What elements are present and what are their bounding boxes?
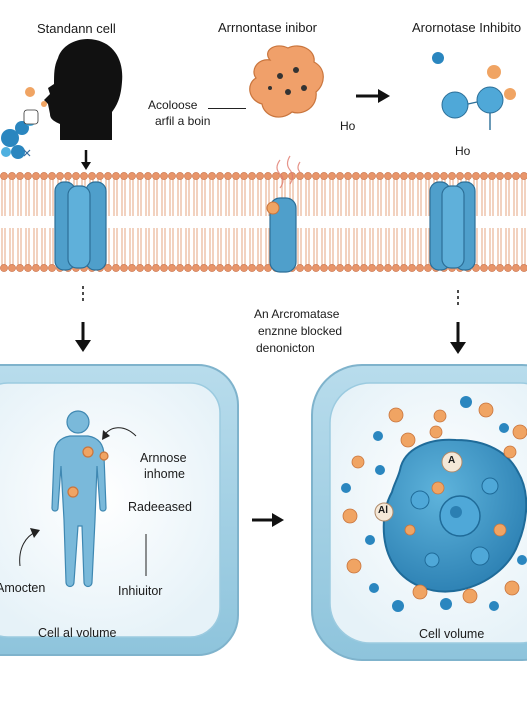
label-standard-cell: Standann cell: [37, 21, 116, 36]
arrow-right-icon: [356, 89, 390, 103]
label-blocked-line2: enznne blocked: [258, 324, 343, 338]
human-figure: [51, 410, 109, 588]
label-armose: Arnnose: [140, 451, 187, 465]
arrow-down-icon: [450, 290, 466, 354]
molecule-cluster-left: [1, 87, 47, 159]
label-inhibitor-bottom: Inhiuitor: [118, 584, 163, 598]
label-acolonse-line2: arfil a boin: [155, 114, 211, 128]
label-armose-line2: inhome: [144, 467, 185, 481]
cell-blob: [374, 438, 527, 593]
label-blocked-line3: denonicton: [256, 341, 315, 355]
head-silhouette-icon: [44, 38, 123, 141]
arrow-right-icon: [252, 513, 284, 527]
wisps: [276, 155, 301, 189]
x-mark-icon: [23, 149, 31, 157]
membrane-channel-right: [429, 181, 476, 271]
label-acolonse: Acoloose: [148, 98, 198, 112]
label-released: Radeeased: [128, 500, 192, 514]
label-aromatase-inhibitor: Arrnontase inibor: [218, 20, 317, 35]
blob-mark-2: Al: [378, 505, 388, 516]
membrane-channel-left: [54, 181, 107, 271]
label-cell-volume-left: Cell al volume: [38, 626, 117, 640]
label-ho-top: Ho: [340, 119, 356, 133]
molecule-dots-right: [341, 396, 527, 612]
label-blocked-line1: An Arcromatase: [254, 307, 340, 321]
label-aromatase-inhibitor-right: Arornotase Inhibito: [412, 20, 522, 35]
arrow-down-icon: [81, 150, 91, 170]
label-ho-right: Ho: [455, 144, 471, 158]
annotation-curves-left: [19, 427, 147, 576]
molecule-cluster-right: [432, 52, 516, 130]
membrane-channel-middle: [266, 197, 297, 273]
blob-mark-1: A: [448, 455, 456, 466]
label-amocten: Amocten: [0, 581, 46, 595]
leader-line: [208, 108, 246, 109]
label-cell-volume-right: Cell volume: [419, 627, 485, 641]
cell-panel-left: [0, 364, 239, 656]
arrow-down-icon: [75, 286, 91, 352]
inhibitor-molecule: [249, 45, 324, 118]
